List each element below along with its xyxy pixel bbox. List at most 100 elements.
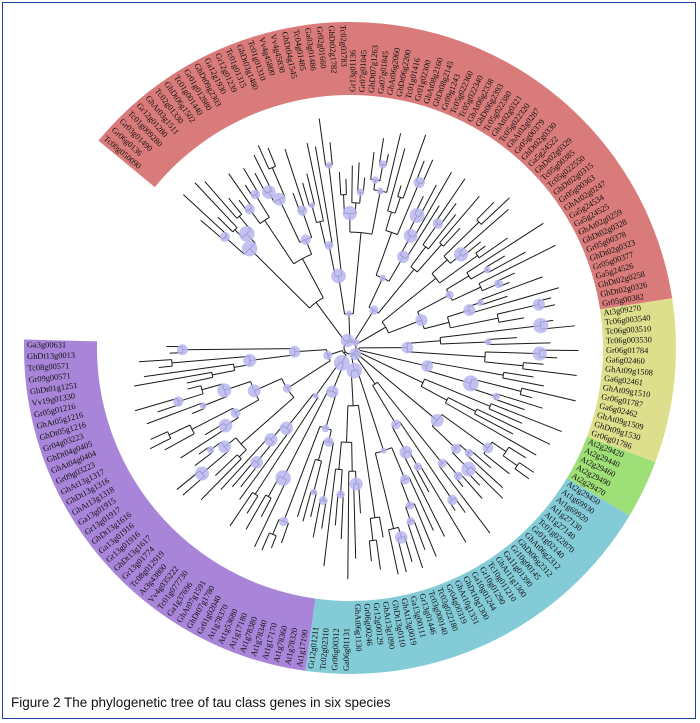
branch-line	[358, 349, 428, 367]
branch-line	[476, 201, 495, 221]
bootstrap-circle	[219, 231, 230, 243]
bootstrap-circle	[394, 531, 408, 544]
bootstrap-circle	[464, 448, 474, 458]
branch-line	[502, 377, 545, 387]
leaf-label: Gr06g00312	[330, 628, 341, 671]
branch-line	[424, 378, 491, 407]
branch-line	[490, 403, 562, 433]
branch-line	[306, 173, 315, 205]
bootstrap-circle	[532, 298, 545, 311]
branch-line	[164, 433, 195, 451]
branch-line	[488, 408, 523, 424]
branch-line	[346, 405, 349, 443]
branch-line	[391, 447, 406, 480]
branch-line	[150, 431, 168, 440]
branch-line	[385, 211, 392, 231]
leaf-label: Gr06g01784	[606, 346, 649, 355]
bootstrap-circle	[264, 433, 278, 447]
bootstrap-circle	[247, 384, 261, 398]
bootstrap-circle	[413, 462, 423, 471]
branch-line	[375, 539, 381, 570]
branch-line	[329, 142, 333, 165]
branch-line	[478, 244, 556, 285]
leaf-label: Ga6g02460	[606, 355, 645, 366]
branch-line	[270, 535, 277, 549]
phylogenetic-tree: Tc00g050090Gr06g0136Gr03g01490Tc01g00928…	[23, 22, 677, 674]
bootstrap-circle	[453, 471, 463, 481]
leaf-label: Gr06g00246	[362, 603, 374, 646]
bootstrap-circle	[250, 456, 263, 469]
branch-line	[407, 351, 486, 358]
branch-line	[192, 407, 205, 414]
bootstrap-circle	[321, 424, 330, 433]
branch-line	[459, 208, 509, 253]
bootstrap-circle	[300, 234, 311, 245]
bootstrap-circle	[415, 314, 428, 327]
branch-line	[220, 437, 269, 490]
bootstrap-circle	[173, 396, 184, 407]
branch-line	[200, 458, 242, 501]
branch-line	[254, 479, 288, 548]
bootstrap-circle	[400, 474, 411, 485]
branch-line	[302, 182, 310, 207]
bootstrap-circle	[318, 496, 328, 505]
bootstrap-circle	[218, 440, 231, 454]
leaf-label: Gr12g00129	[372, 602, 385, 645]
bootstrap-circle	[333, 355, 350, 371]
bootstrap-circle	[323, 437, 334, 447]
bootstrap-circle	[206, 445, 215, 454]
branch-line	[481, 295, 508, 306]
branch-line	[402, 453, 445, 537]
branch-line	[480, 197, 510, 225]
branch-line	[286, 360, 331, 389]
branch-line	[494, 398, 525, 411]
branch-line	[201, 383, 223, 391]
branch-line	[353, 484, 357, 559]
branch-line	[488, 251, 526, 273]
leaf-label: Gr09g00571	[28, 371, 71, 384]
bootstrap-circle	[342, 206, 358, 221]
branch-line	[514, 468, 530, 480]
branch-line	[182, 348, 295, 351]
clade-green-sector	[566, 436, 656, 516]
branch-line	[417, 294, 450, 313]
branch-line	[351, 442, 353, 472]
bootstrap-circle	[378, 160, 387, 169]
bootstrap-circle	[484, 338, 492, 346]
clade-red-sector	[98, 22, 673, 310]
branch-line	[498, 317, 525, 323]
branch-line	[448, 397, 476, 412]
branch-line	[254, 397, 319, 495]
bootstrap-circle	[238, 226, 255, 242]
branch-line	[443, 227, 461, 247]
bootstrap-circle	[379, 274, 387, 282]
bootstrap-circle	[430, 413, 444, 427]
bootstrap-circle	[369, 305, 379, 315]
bootstrap-circle	[275, 470, 291, 486]
branch-line	[488, 342, 551, 345]
branch-line	[484, 361, 524, 367]
branch-line	[284, 148, 306, 210]
branch-line	[413, 503, 437, 557]
branch-line	[271, 167, 286, 197]
branch-line	[440, 341, 489, 345]
branch-line	[149, 437, 171, 450]
branch-line	[478, 237, 508, 259]
branch-line	[301, 258, 324, 299]
bootstrap-circle	[312, 392, 319, 399]
leaf-label: GhDt13g0013	[27, 351, 75, 361]
branch-line	[413, 172, 452, 238]
leaf-label: GhDt07g1263	[367, 45, 380, 94]
branch-line	[470, 450, 492, 469]
bootstrap-circle	[325, 161, 333, 169]
bootstrap-circle	[405, 501, 415, 510]
bootstrap-circle	[345, 310, 352, 317]
branch-line	[183, 194, 228, 236]
leaf-label: Tc06g003510	[605, 324, 651, 336]
bootstrap-markers	[173, 160, 549, 544]
bootstrap-circle	[492, 392, 500, 401]
branch-line	[370, 151, 375, 180]
branch-line	[438, 465, 491, 534]
branch-line	[313, 460, 323, 493]
bootstrap-circle	[461, 461, 476, 477]
